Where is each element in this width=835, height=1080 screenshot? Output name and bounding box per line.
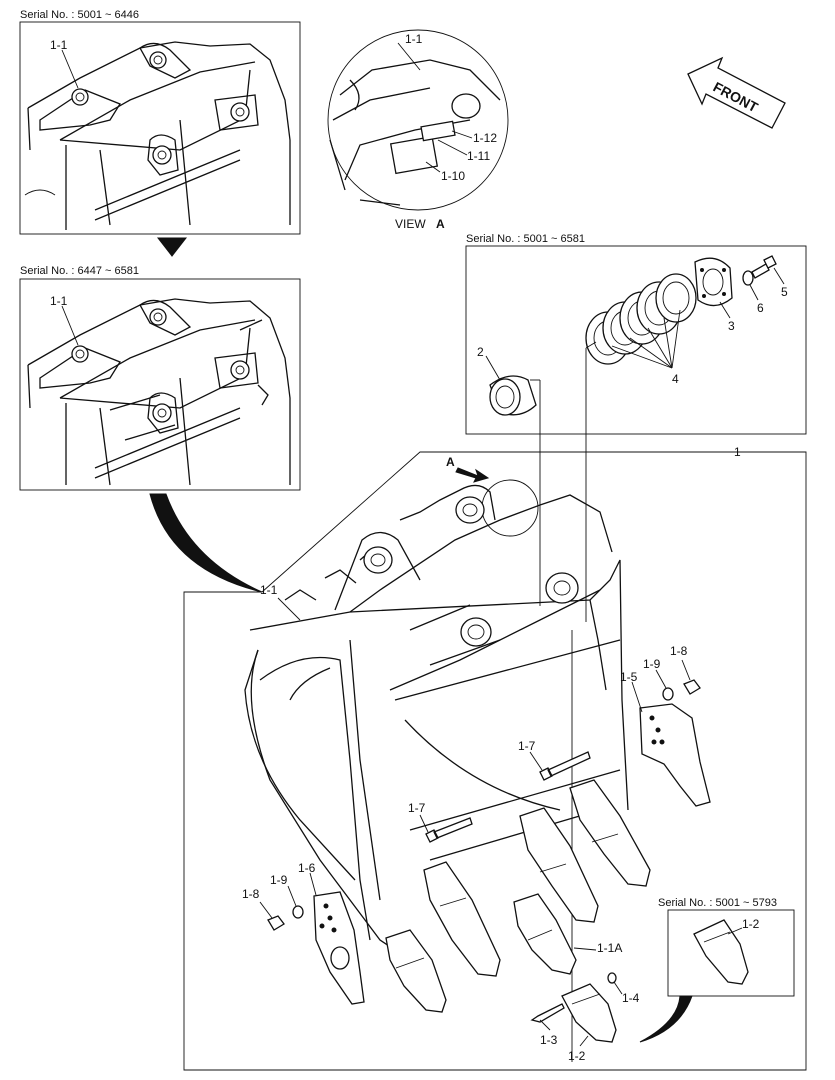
callout-1-1-top: 1-1: [50, 38, 68, 52]
view-a-label: VIEW: [395, 217, 426, 231]
tooth-inset-part-1-2: [693, 919, 749, 985]
main-frame: [183, 451, 807, 1071]
inset-frame: [19, 278, 301, 491]
callout-1-12: 1-12: [473, 131, 497, 145]
nut-left-part-1-8: [267, 915, 285, 931]
callout-1-4: 1-4: [622, 991, 640, 1005]
callout-6: 6: [757, 301, 764, 315]
pin-bosses: [363, 496, 579, 647]
side-cutter-right-part-1-5: [639, 703, 711, 807]
callout-1-5: 1-5: [620, 670, 638, 684]
view-a-marker-circle: [481, 479, 539, 537]
front-arrow-icon: [687, 56, 786, 129]
washer-left-part-1-9: [292, 905, 304, 919]
inset-serial-6447-6581: Serial No. : 6447 ~ 6581 1-1: [19, 265, 301, 491]
serial-label-5001-5793: Serial No. : 5001 ~ 5793: [658, 897, 777, 909]
pointer-swoosh-icon: [639, 995, 693, 1043]
callout-1-9-left: 1-9: [270, 873, 288, 887]
inset-frame: [667, 909, 795, 997]
callout-1-1-view: 1-1: [405, 32, 423, 46]
nut-right-part-1-8: [683, 679, 701, 695]
view-a-detail: 1-1 1-12 1-11 1-10 VIEW A: [327, 29, 509, 231]
front-arrow: FRONT: [687, 56, 786, 129]
callout-1-8-left: 1-8: [242, 887, 260, 901]
inset-frame: [465, 245, 807, 435]
arrow-a-label: A: [446, 455, 455, 469]
callout-1-1-mid: 1-1: [50, 294, 68, 308]
washer-right-part-1-9: [662, 687, 674, 701]
bolt-lower-part-1-7: [425, 817, 473, 843]
down-arrow-icon: [156, 237, 188, 257]
inset-serial-5001-6446: Serial No. : 5001 ~ 6446 1-1: [19, 9, 301, 235]
callout-1-7-lower: 1-7: [408, 801, 426, 815]
inset-pins-shims: Serial No. : 5001 ~ 6581 2 4: [465, 233, 807, 435]
callout-1-1a: 1-1A: [597, 941, 622, 955]
main-assembly: 1 1-1 A: [183, 341, 807, 1071]
bushing-part-2: [489, 375, 537, 416]
bucket-top-drawing-2: [27, 298, 291, 486]
arrow-a-icon: [455, 467, 490, 483]
washer-part-6: [742, 270, 754, 286]
retainer-part-1-4: [607, 972, 617, 984]
callout-1-9-right: 1-9: [643, 657, 661, 671]
bolt-upper-part-1-7: [539, 751, 591, 781]
view-a-letter: A: [436, 217, 445, 231]
serial-label-6447-6581: Serial No. : 6447 ~ 6581: [20, 265, 139, 277]
nameplate: [389, 135, 439, 175]
tooth-part-1-2: [561, 983, 617, 1043]
callout-5: 5: [781, 285, 788, 299]
plate-part-3: [694, 257, 733, 307]
pin-part-1-3: [530, 1003, 565, 1023]
bucket-top-drawing-1: [24, 41, 291, 230]
view-a-circle: [327, 29, 509, 211]
callout-1-1-main: 1-1: [260, 583, 278, 597]
callout-1-7-upper: 1-7: [518, 739, 536, 753]
callout-1-8-right: 1-8: [670, 644, 688, 658]
callout-1-2-main: 1-2: [568, 1049, 586, 1063]
shims-part-4: [585, 273, 697, 365]
callout-1-6: 1-6: [298, 861, 316, 875]
pointer-swoosh-icon: [149, 493, 263, 593]
bucket-teeth: [385, 779, 651, 1013]
callout-1-3: 1-3: [540, 1033, 558, 1047]
side-cutter-left-part-1-6: [313, 891, 365, 1005]
serial-label-5001-6446: Serial No. : 5001 ~ 6446: [20, 9, 139, 21]
bolt-part-5: [751, 255, 777, 279]
inset-serial-5001-5793: Serial No. : 5001 ~ 5793 1-2: [639, 897, 795, 1043]
callout-3: 3: [728, 319, 735, 333]
callout-2: 2: [477, 345, 484, 359]
callout-1-2-inset: 1-2: [742, 917, 760, 931]
bucket-body: [244, 484, 629, 961]
callout-1-11: 1-11: [467, 149, 490, 163]
serial-label-5001-6581: Serial No. : 5001 ~ 6581: [466, 233, 585, 245]
callout-4: 4: [672, 372, 679, 386]
inset-frame: [19, 21, 301, 235]
callout-1-10: 1-10: [441, 169, 465, 183]
